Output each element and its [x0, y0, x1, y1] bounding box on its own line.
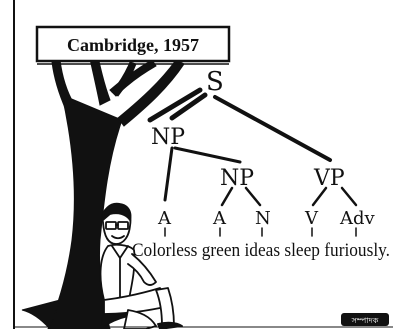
node-np-inner: NP [220, 166, 254, 191]
pos-tag-adv: Adv [339, 208, 376, 229]
edge-branch-s [147, 87, 203, 123]
pos-tag-v: V [304, 208, 319, 229]
edge-np-a [163, 146, 174, 202]
credit-text: সম্পাদক [351, 316, 379, 325]
sentence: Colorless green ideas sleep furiously. [132, 240, 390, 261]
man-torso [99, 243, 136, 305]
node-vp: VP [313, 166, 345, 191]
credit-badge: সম্পাদক [341, 313, 389, 326]
title-text: Cambridge, 1957 [67, 35, 199, 55]
glasses-left [105, 221, 117, 230]
node-s: S [206, 67, 224, 97]
title-box: Cambridge, 1957 [35, 25, 231, 65]
man-shoe [157, 321, 183, 329]
edge-s-vp [213, 95, 332, 162]
edge-vp-adv [340, 186, 358, 207]
man-arm [127, 253, 157, 286]
man-leg-2 [123, 309, 157, 329]
tree-root-left [21, 299, 61, 329]
edge-np2-a [220, 186, 234, 207]
edge-np2-n [244, 186, 262, 207]
glasses-right [117, 221, 129, 230]
pos-tag-a1: A [157, 208, 172, 229]
node-np-subject: NP [151, 125, 185, 150]
edge-s-np [169, 92, 208, 121]
edge-vp-v [311, 186, 328, 207]
pos-tag-n: N [255, 208, 271, 229]
pos-tag-a2: A [212, 208, 227, 229]
syntax-tree-lines [147, 87, 358, 237]
tree-branch-left [51, 59, 75, 111]
man-hair [102, 202, 132, 221]
edge-np-np [173, 146, 242, 164]
tree-trunk [47, 94, 123, 329]
